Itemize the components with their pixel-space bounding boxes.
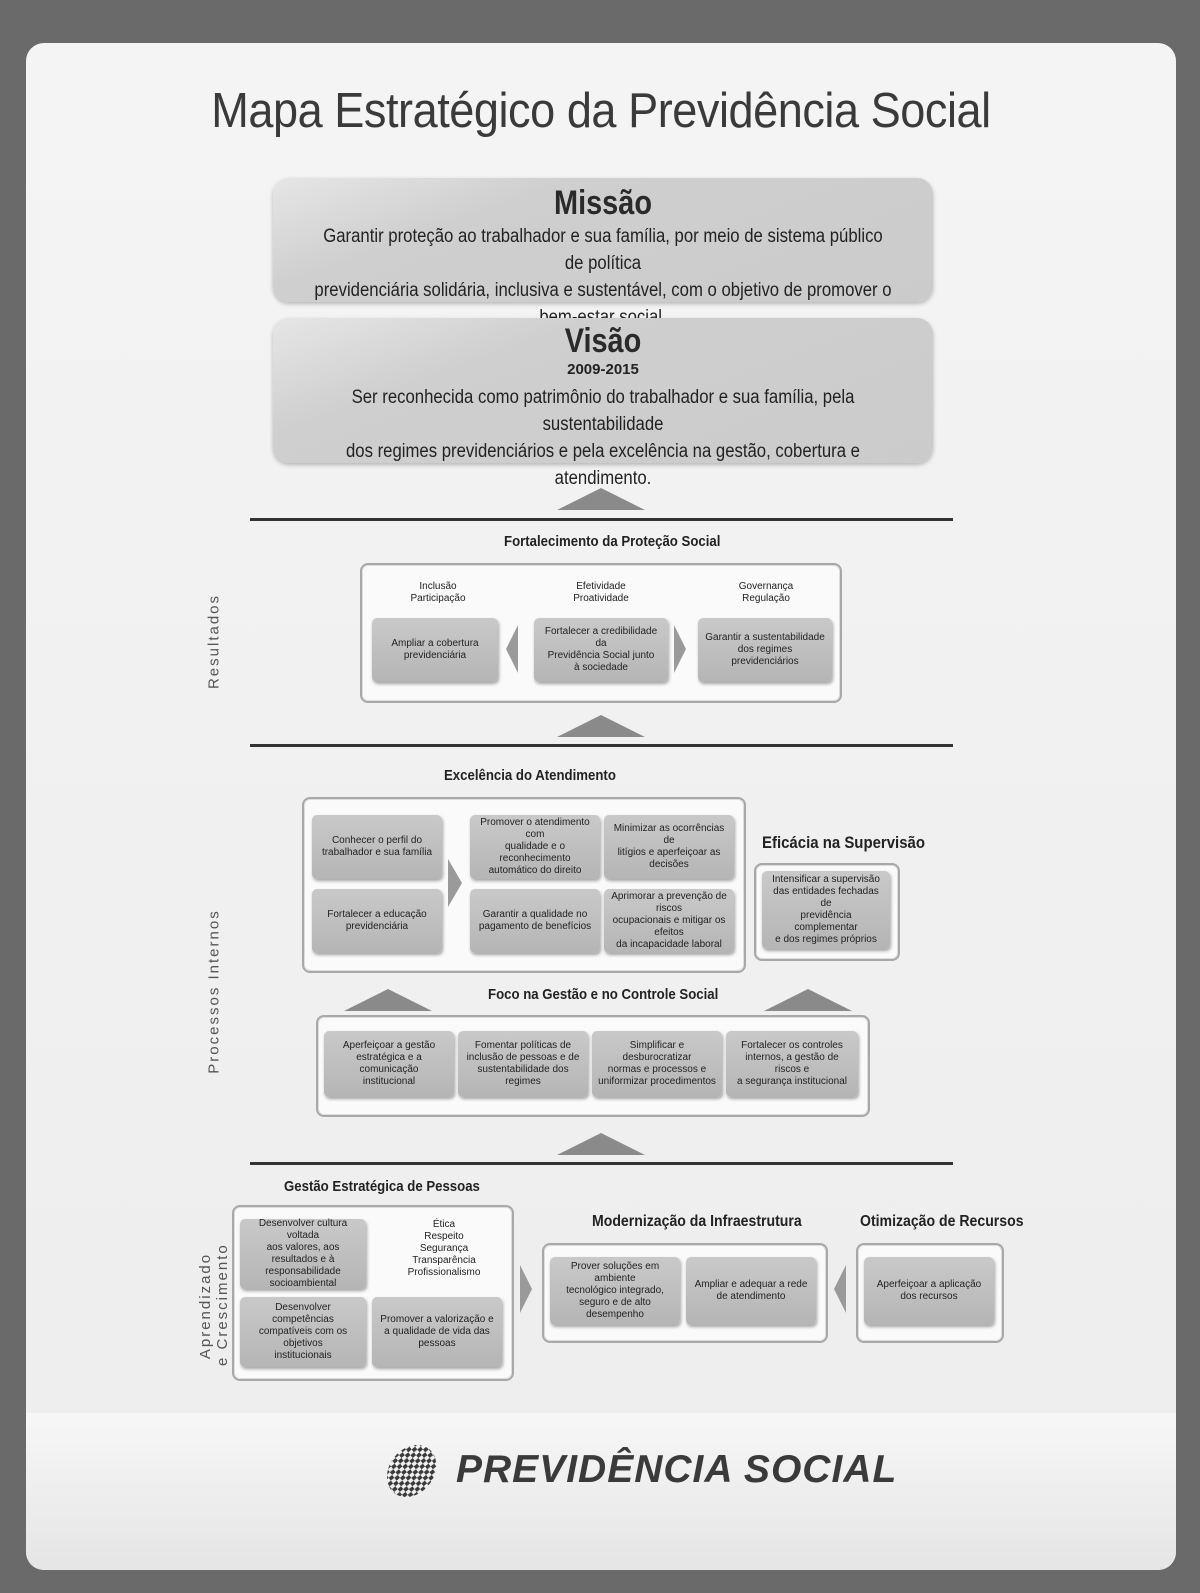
logo-icon — [382, 1441, 442, 1501]
up-arrow — [344, 989, 432, 1011]
vision-text-line1: Ser reconhecida como patrimônio do traba… — [351, 387, 855, 435]
atendimento-title: Excelência do Atendimento — [444, 767, 616, 784]
footer-band — [26, 1413, 1176, 1570]
mission-text-line1: Garantir proteção ao trabalhador e sua f… — [323, 226, 883, 274]
brand-name: PREVIDÊNCIA SOCIAL — [456, 1448, 898, 1491]
pessoas-title: Gestão Estratégica de Pessoas — [284, 1178, 480, 1195]
divider-line — [250, 1162, 953, 1165]
perspective-resultados: Resultados — [205, 593, 223, 690]
vision-box: Visão 2009-2015 Ser reconhecida como pat… — [273, 318, 933, 489]
mission-box: Missão Garantir proteção ao trabalhador … — [273, 178, 933, 328]
up-arrow — [557, 715, 645, 737]
strategic-map: Mapa Estratégico da Previdência Social M… — [26, 43, 1176, 1570]
infra-title: Modernização da Infraestrutura — [592, 1213, 802, 1230]
chevron-right-icon — [674, 625, 686, 673]
gestao-title: Foco na Gestão e no Controle Social — [488, 986, 719, 1003]
vision-text-line2: dos regimes previdenciários e pela excel… — [345, 441, 860, 489]
up-arrow — [764, 989, 852, 1011]
chevron-right-icon — [520, 1265, 532, 1313]
divider-line — [250, 518, 953, 521]
chevron-right-icon — [448, 859, 462, 907]
up-arrow — [557, 488, 645, 510]
page-title: Mapa Estratégico da Previdência Social — [211, 84, 991, 138]
vision-title: Visão — [564, 322, 642, 360]
chevron-left-icon — [506, 625, 518, 673]
perspective-processos: Processos Internos — [205, 909, 223, 1074]
recursos-title: Otimização de Recursos — [860, 1213, 1024, 1230]
resultados-title: Fortalecimento da Proteção Social — [504, 533, 721, 550]
vision-years: 2009-2015 — [567, 361, 639, 378]
up-arrow — [557, 1133, 645, 1155]
mission-title: Missão — [554, 184, 652, 222]
supervisao-title: Eficácia na Supervisão — [762, 833, 925, 852]
divider-line — [250, 744, 953, 747]
values-list: Ética Respeito Segurança Transparência P… — [407, 1219, 481, 1278]
chevron-left-icon — [834, 1265, 846, 1313]
